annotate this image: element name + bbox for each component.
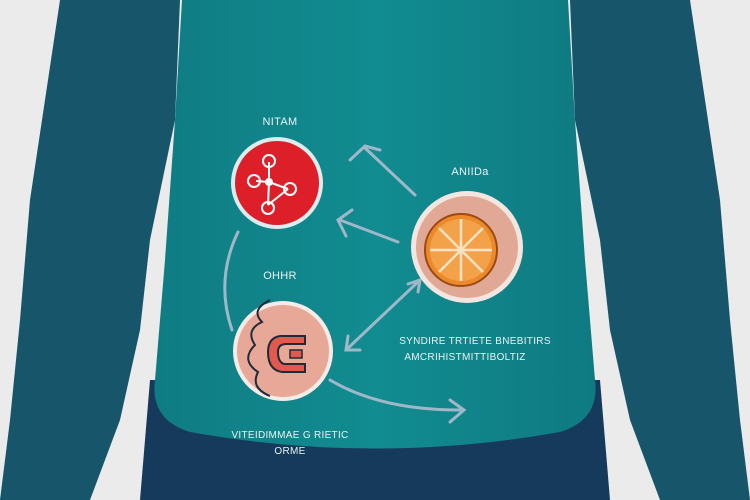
arrows xyxy=(223,144,467,424)
arrow-left xyxy=(336,208,400,244)
molecule-icon xyxy=(231,137,323,229)
arrow-curve-left xyxy=(223,230,240,332)
right-caption-line2: AMCRIHISTMITTIBOLTIZ xyxy=(404,352,526,363)
bottom-caption-line1: VITEIDIMMAE G RIETIC xyxy=(231,430,349,441)
orange-slice-icon xyxy=(411,191,523,303)
arrow-up xyxy=(348,144,417,197)
bottom-caption-line2: ORME xyxy=(274,446,306,457)
label-top-right: ANIIDa xyxy=(451,166,489,178)
label-top-left: NITAM xyxy=(262,116,298,128)
left-arm xyxy=(0,0,180,500)
right-arm xyxy=(570,0,750,500)
label-middle-left: OHHR xyxy=(263,270,297,282)
arrow-double xyxy=(344,278,422,352)
arrow-curve-right xyxy=(328,378,467,424)
right-caption-line1: SYNDIRE TRTIETE BNEBITIRS xyxy=(399,336,551,347)
torso xyxy=(154,0,596,449)
gut-icon xyxy=(233,299,333,401)
